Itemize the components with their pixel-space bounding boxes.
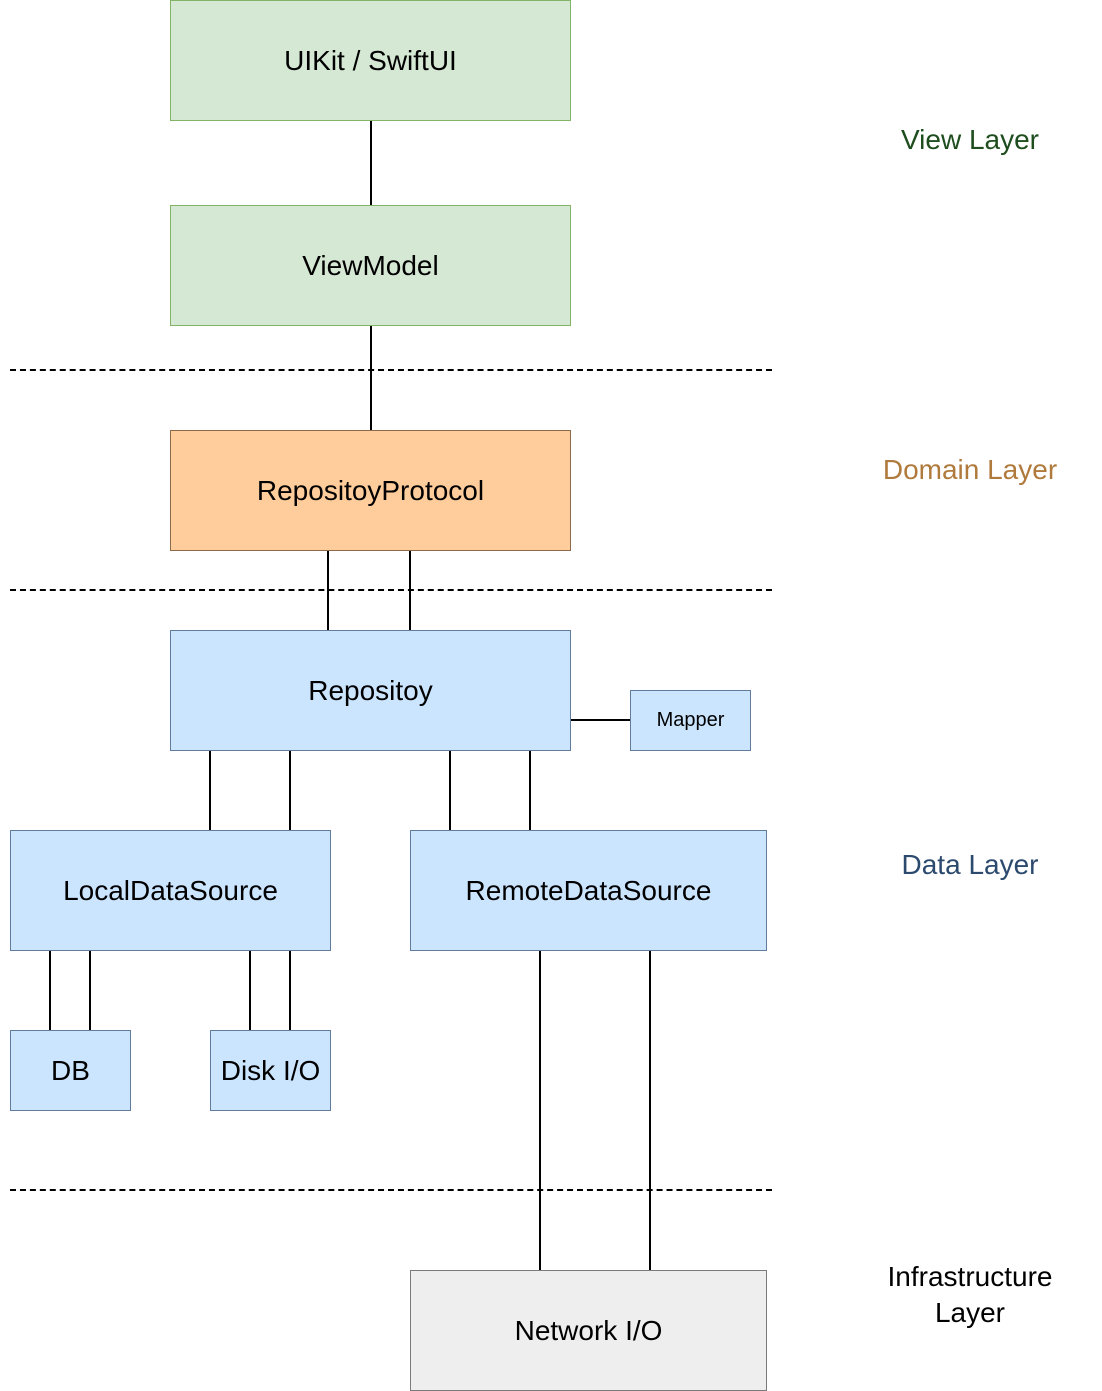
edge-local-disk-1 — [249, 950, 251, 1031]
viewmodel-label: ViewModel — [302, 249, 439, 281]
repository-protocol-box: RepositoyProtocol — [170, 430, 571, 551]
uikit-swiftui-box: UIKit / SwiftUI — [170, 0, 571, 121]
edge-local-db-2 — [89, 950, 91, 1031]
edge-repository-mapper — [570, 719, 631, 721]
edge-repository-local-1 — [209, 750, 211, 831]
edge-repository-remote-2 — [529, 750, 531, 831]
domain-layer-label: Domain Layer — [882, 454, 1058, 485]
remote-data-source-label: RemoteDataSource — [465, 874, 712, 906]
edge-remote-network-1 — [539, 950, 541, 1271]
mapper-box: Mapper — [630, 690, 751, 751]
infrastructure-layer-label: Infrastructure Layer — [887, 1261, 1053, 1328]
data-layer-label: Data Layer — [901, 849, 1039, 880]
repository-box: Repositoy — [170, 630, 571, 751]
edge-repository-local-2 — [289, 750, 291, 831]
mapper-label: Mapper — [656, 709, 725, 731]
network-io-box: Network I/O — [410, 1270, 767, 1391]
db-label: DB — [51, 1054, 90, 1086]
edge-viewmodel-protocol — [370, 325, 372, 431]
disk-io-box: Disk I/O — [210, 1030, 331, 1111]
repository-label: Repositoy — [308, 674, 433, 706]
divider-data-infra — [10, 1189, 772, 1191]
edge-local-disk-2 — [289, 950, 291, 1031]
network-io-label: Network I/O — [514, 1314, 663, 1346]
edge-protocol-repository-1 — [327, 550, 329, 631]
local-data-source-box: LocalDataSource — [10, 830, 331, 951]
divider-view-domain — [10, 369, 772, 371]
viewmodel-box: ViewModel — [170, 205, 571, 326]
view-layer-label: View Layer — [900, 124, 1039, 155]
remote-data-source-box: RemoteDataSource — [410, 830, 767, 951]
edge-uikit-viewmodel — [370, 120, 372, 206]
edge-repository-remote-1 — [449, 750, 451, 831]
edge-protocol-repository-2 — [409, 550, 411, 631]
edge-local-db-1 — [49, 950, 51, 1031]
db-box: DB — [10, 1030, 131, 1111]
edge-remote-network-2 — [649, 950, 651, 1271]
divider-domain-data — [10, 589, 772, 591]
local-data-source-label: LocalDataSource — [63, 874, 278, 906]
repository-protocol-label: RepositoyProtocol — [256, 474, 485, 506]
disk-io-label: Disk I/O — [220, 1054, 321, 1086]
uikit-swiftui-label: UIKit / SwiftUI — [284, 44, 457, 76]
